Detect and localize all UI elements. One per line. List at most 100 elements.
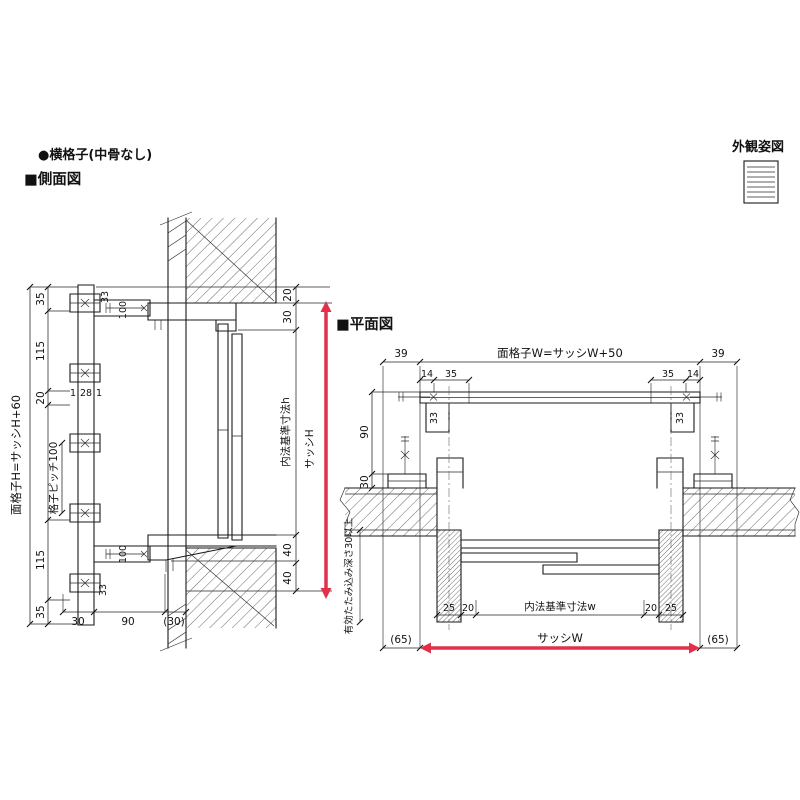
side-dim-35-bottom: 35 xyxy=(35,605,47,618)
plan-wall-outlines xyxy=(344,487,796,537)
side-dim-20-left: 20 xyxy=(35,391,47,404)
side-height-formula: 面格子H=サッシH+60 xyxy=(9,395,23,515)
plan-dim-14-right: 14 xyxy=(687,369,699,380)
inner-width-label: 内法基準寸法w xyxy=(524,600,596,613)
side-view-label: ■側面図 xyxy=(24,170,81,188)
appearance-label: 外観姿図 xyxy=(731,139,784,155)
side-dim-33-bottom: 33 xyxy=(98,584,109,596)
plan-dim-30: 30 xyxy=(359,475,371,488)
pitch-label: 格子ピッチ100 xyxy=(47,442,60,515)
lattice-bar-bolts xyxy=(80,298,90,588)
side-dim-115-bottom: 115 xyxy=(35,550,47,570)
side-dim-1b: 1 xyxy=(96,388,102,399)
lattice-rail xyxy=(77,284,95,626)
sash-tracks xyxy=(460,539,660,549)
side-view: 面格子H=サッシH+60 35 115 20 115 35 格子ピッチ100 1… xyxy=(9,211,332,652)
plan-view-label: ■平面図 xyxy=(336,316,393,333)
plan-dim-20-left: 20 xyxy=(462,603,474,614)
side-dim-115-top: 115 xyxy=(35,341,47,361)
plan-view: 39 面格子W=サッシW+50 39 14 35 35 14 33 33 90 … xyxy=(339,346,800,654)
header: ●横格子(中骨なし) ■側面図 外観姿図 ■平面図 xyxy=(24,139,784,333)
sill-frame xyxy=(147,534,277,561)
side-left-chain-ext xyxy=(48,286,78,625)
plan-top-chain-ticks xyxy=(379,358,741,366)
plan-dim-39-left: 39 xyxy=(394,348,407,360)
side-dim-100-top: 100 xyxy=(118,301,129,319)
side-dim-100-bottom: 100 xyxy=(118,545,129,563)
sash-height-arrowhead-top xyxy=(320,301,332,312)
wall-strip-hatch xyxy=(167,220,187,645)
side-dim-1a: 1 xyxy=(70,388,76,399)
sash-width-arrowhead-left xyxy=(420,642,431,654)
plan-dim-35-left: 35 xyxy=(445,369,457,380)
side-dim-28: 28 xyxy=(80,388,92,399)
head-frame xyxy=(147,302,277,332)
depth-note-label: 有効たたみ込み深さ30以上 xyxy=(343,517,355,634)
sash-width-label: サッシW xyxy=(537,631,583,645)
top-bracket xyxy=(93,299,151,317)
plan-dim-90: 90 xyxy=(359,425,371,438)
plan-screw-right xyxy=(710,436,720,474)
window-panels xyxy=(217,323,243,541)
plan-sub-dim-ext xyxy=(433,383,687,403)
plan-dim-25-right: 25 xyxy=(665,603,677,614)
sash-jambs xyxy=(436,529,684,623)
lattice-type-label: ●横格子(中骨なし) xyxy=(38,147,152,163)
plan-wall-break-marks xyxy=(339,487,800,536)
side-dim-90-bottom: 90 xyxy=(121,616,134,628)
plan-dim-33-right: 33 xyxy=(675,412,686,424)
side-dim-33-top: 33 xyxy=(100,291,111,303)
side-dim-35-top: 35 xyxy=(35,292,47,305)
plan-dim-14-left: 14 xyxy=(421,369,433,380)
side-dim-40-a: 40 xyxy=(282,543,294,556)
wall-hatch xyxy=(186,218,276,628)
side-dim-30-right: 30 xyxy=(282,310,294,323)
side-overall-dim-ext xyxy=(30,286,48,625)
side-dim-30p-bottom: (30) xyxy=(163,616,185,628)
sash-height-arrowhead-bottom xyxy=(320,588,332,599)
plan-dim-25-left: 25 xyxy=(443,603,455,614)
plan-dim-35-right: 35 xyxy=(662,369,674,380)
plan-left-chain-ext xyxy=(372,391,420,475)
plan-centerlines xyxy=(448,386,672,630)
appearance-icon-slats xyxy=(747,166,775,198)
appearance-icon-frame xyxy=(743,160,779,204)
plan-bracket-right-bolt xyxy=(682,392,722,402)
sash-height-label: サッシH xyxy=(304,429,316,468)
plan-bracket-left-bolt xyxy=(398,392,438,402)
plan-dim-39-right: 39 xyxy=(711,348,724,360)
plan-dim-65-right: (65) xyxy=(707,634,729,646)
side-dim-20-right: 20 xyxy=(282,288,294,301)
plan-wall-hatch xyxy=(345,488,795,536)
lattice-bar-plan xyxy=(419,391,701,404)
wall-diagonals xyxy=(185,219,275,627)
plan-dim-33-left: 33 xyxy=(429,412,440,424)
plan-screw-left xyxy=(400,436,410,474)
wall-lines xyxy=(167,217,187,649)
lattice-bars xyxy=(69,293,101,593)
head-frame-drips xyxy=(154,320,162,330)
side-right-chain-ext xyxy=(96,286,332,592)
inner-height-label: 内法基準寸法h xyxy=(279,397,292,467)
plan-wall-inner-lines xyxy=(345,493,795,531)
bottom-bracket-screw xyxy=(105,549,148,559)
sash-panels-plan xyxy=(460,552,660,575)
side-dim-40-b: 40 xyxy=(282,571,294,584)
sash-width-arrowhead-right xyxy=(689,642,700,654)
plan-dim-20-right: 20 xyxy=(645,603,657,614)
plan-width-formula: 面格子W=サッシW+50 xyxy=(497,346,623,360)
plan-sub-dim-ticks xyxy=(416,376,704,384)
side-dim-30-bottom: 30 xyxy=(71,616,84,628)
plan-dim-65-left: (65) xyxy=(390,634,412,646)
panel-ticks xyxy=(218,429,242,437)
plan-bottom-chain-ext xyxy=(475,600,645,615)
plan-base-plates xyxy=(387,473,733,489)
top-bracket-screw xyxy=(105,303,148,313)
appearance-icon xyxy=(743,160,779,204)
pitch-dim-ticks xyxy=(58,439,66,517)
wall-break-marks xyxy=(159,211,193,652)
frame-return-right xyxy=(656,457,684,489)
frame-return-left xyxy=(436,457,464,489)
depth-dim-ticks xyxy=(356,526,364,626)
